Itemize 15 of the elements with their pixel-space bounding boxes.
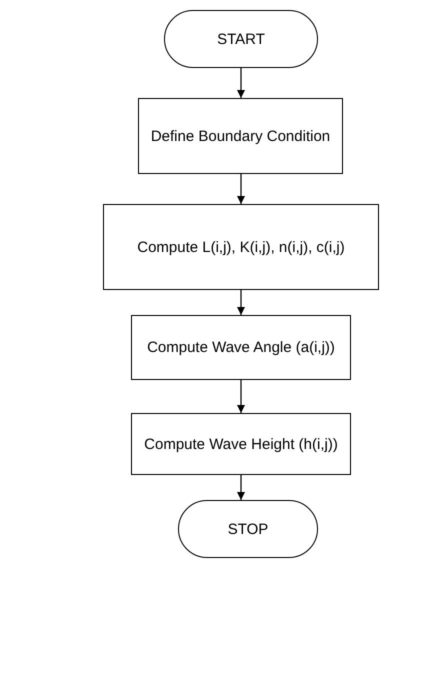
step-label: Compute Wave Height (h(i,j)) <box>144 436 338 452</box>
process-box <box>138 98 343 174</box>
step-label: START <box>217 30 265 48</box>
process-box <box>103 204 379 290</box>
step-label: Compute Wave Angle (a(i,j)) <box>147 339 335 356</box>
arrow <box>237 475 245 500</box>
arrow <box>237 380 245 413</box>
arrow <box>237 290 245 315</box>
step-label: Compute L(i,j), K(i,j), n(i,j), c(i,j) <box>137 238 345 256</box>
process-box <box>131 413 351 475</box>
step-label: STOP <box>228 520 268 538</box>
arrow <box>237 174 245 204</box>
arrow <box>237 68 245 98</box>
process-box <box>131 315 351 380</box>
step-label: Define Boundary Condition <box>150 128 330 144</box>
